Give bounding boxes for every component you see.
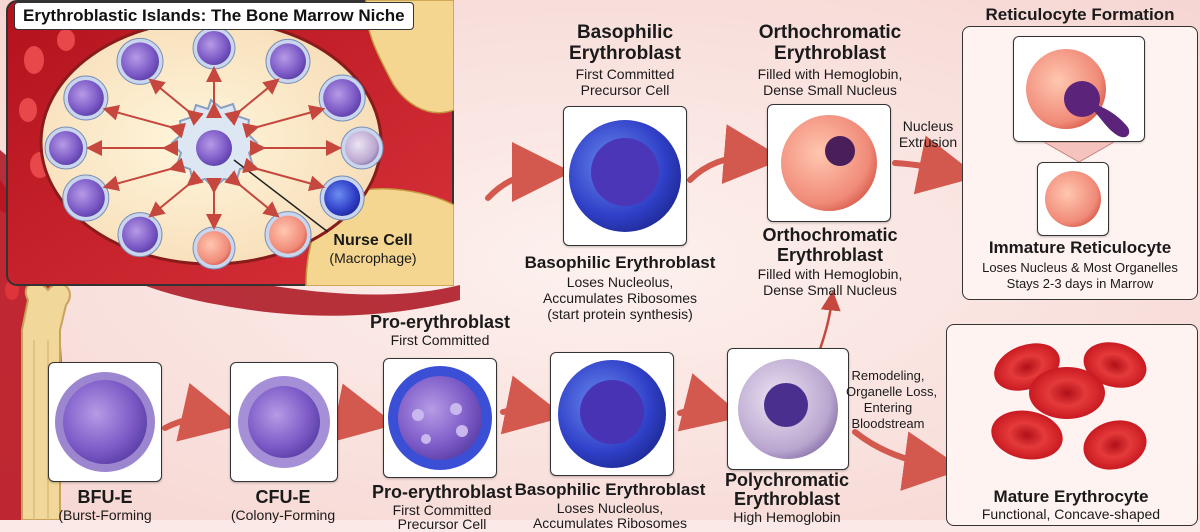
- cfu-e-box: [230, 362, 338, 482]
- niche-precursor-cell: [324, 180, 361, 216]
- baso-bottom-desc-2: Accumulates Ribosomes: [532, 515, 688, 531]
- extrusion-label-2: Extrusion: [898, 134, 958, 150]
- ortho-name-1: Orthochromatic: [762, 225, 898, 245]
- niche-interaction-arrow: [224, 170, 280, 218]
- basophilic-top-box: [563, 106, 687, 246]
- ortho-desc-1: Filled with Hemoglobin,: [757, 266, 903, 282]
- arrow-to-baso-top: [485, 142, 572, 203]
- basophilic-bottom-box: [550, 352, 674, 476]
- bfu-e-name: BFU-E: [77, 487, 133, 507]
- reticulocyte-panel-title: Reticulocyte Formation: [985, 5, 1175, 24]
- pro-erythroblast-box: [383, 358, 497, 478]
- niche-precursor-cell: [323, 79, 362, 117]
- retic-desc-2: Stays 2-3 days in Marrow: [1006, 276, 1154, 291]
- pro-top-name: Pro-erythroblast: [369, 312, 511, 332]
- polychromatic-box: [727, 348, 849, 470]
- baso-top-sub-1: First Committed: [575, 66, 675, 82]
- niche-interaction-arrow: [242, 104, 326, 139]
- pro-bottom-name: Pro-erythroblast: [371, 482, 513, 502]
- baso-top-title-2: Erythroblast: [569, 43, 681, 64]
- niche-precursor-cell: [269, 215, 307, 254]
- nurse-cell-sublabel: (Macrophage): [329, 250, 417, 266]
- remodel-label-3: Entering: [863, 400, 913, 415]
- pro-top-sub: First Committed: [390, 332, 490, 348]
- baso-top-desc-3: (start protein synthesis): [547, 306, 693, 322]
- arrow-pro-baso: [500, 375, 566, 435]
- ortho-sub-2: Dense Small Nucleus: [763, 82, 897, 98]
- arrow-to-mature: [852, 429, 964, 491]
- niche-interaction-arrow: [148, 78, 204, 126]
- extrusion-label-1: Nucleus: [902, 118, 954, 134]
- baso-bottom-desc-1: Loses Nucleolus,: [556, 500, 664, 516]
- arrow-extrusion: [892, 135, 979, 195]
- baso-top-sub-2: Precursor Cell: [580, 82, 670, 98]
- remodel-label-1: Remodeling,: [851, 368, 925, 383]
- niche-precursor-cell: [67, 80, 104, 116]
- cfu-e-sub: (Colony-Forming: [230, 507, 336, 523]
- remodel-label-4: Bloodstream: [851, 416, 925, 431]
- niche-title: Erythroblastic Islands: The Bone Marrow …: [14, 2, 414, 30]
- extrusion-box: [1013, 36, 1145, 142]
- ortho-name-2: Erythroblast: [776, 245, 884, 265]
- arrow-poly-ortho: [816, 290, 841, 356]
- poly-sub: High Hemoglobin: [733, 509, 841, 525]
- pro-bottom-sub-1: First Committed: [392, 502, 492, 518]
- niche-interaction-arrow: [102, 157, 186, 192]
- ortho-title-1: Orthochromatic: [758, 22, 902, 43]
- mature-panel: [946, 324, 1198, 526]
- arrow-bfu-cfu: [162, 382, 242, 442]
- ortho-sub-1: Filled with Hemoglobin,: [757, 66, 903, 82]
- poly-name-2: Erythroblast: [733, 489, 841, 509]
- niche-precursor-cell: [197, 31, 231, 65]
- mature-sub: Functional, Concave-shaped: [981, 506, 1161, 522]
- retic-name: Immature Reticulocyte: [988, 238, 1172, 257]
- reticulocyte-box: [1037, 162, 1109, 236]
- arrow-baso-ortho: [687, 124, 784, 185]
- ortho-title-2: Erythroblast: [774, 43, 886, 64]
- niche-precursor-cell: [197, 231, 231, 265]
- retic-desc-1: Loses Nucleus & Most Organelles: [982, 260, 1178, 275]
- arrow-baso-poly: [677, 373, 744, 432]
- niche-precursor-cell: [345, 131, 379, 165]
- baso-top-title-1: Basophilic: [576, 22, 674, 43]
- arrow-cfu-pro: [330, 383, 396, 443]
- baso-bottom-name: Basophilic Erythroblast: [514, 480, 706, 499]
- bfu-e-box: [48, 362, 162, 482]
- baso-top-desc-2: Accumulates Ribosomes: [542, 290, 698, 306]
- mature-name: Mature Erythrocyte: [993, 487, 1149, 506]
- ortho-desc-2: Dense Small Nucleus: [763, 282, 897, 298]
- cfu-e-name: CFU-E: [255, 487, 311, 507]
- retic-down-connector: [1044, 142, 1114, 163]
- niche-precursor-cell: [49, 131, 83, 165]
- niche-cells: [44, 26, 384, 270]
- baso-top-desc-1: Loses Nucleolus,: [566, 274, 674, 290]
- remodel-label-2: Organelle Loss,: [846, 384, 938, 399]
- niche-precursor-cell: [121, 42, 159, 81]
- bfu-e-sub: (Burst-Forming: [58, 507, 152, 523]
- niche-precursor-cell: [66, 179, 105, 217]
- niche-precursor-cell: [270, 43, 306, 80]
- pro-bottom-sub-2: Precursor Cell: [397, 516, 487, 532]
- niche-precursor-cell: [122, 216, 158, 253]
- orthochromatic-box: [767, 104, 891, 222]
- baso-top-name: Basophilic Erythroblast: [524, 253, 716, 272]
- nurse-cell-label: Nurse Cell: [333, 232, 413, 249]
- poly-name-1: Polychromatic: [724, 470, 850, 490]
